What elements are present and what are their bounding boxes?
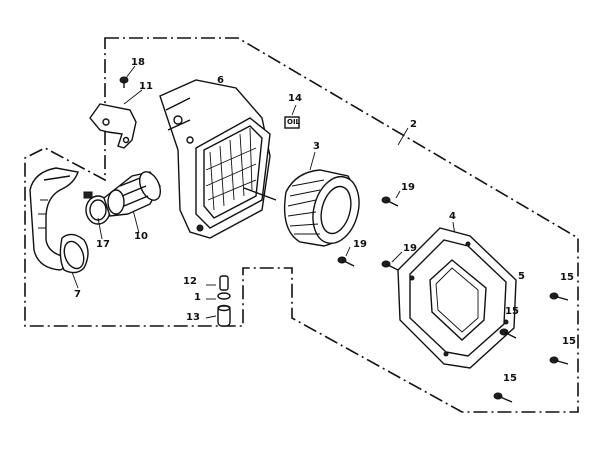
part-number-15-a: 15	[560, 272, 574, 283]
air-cleaner-case	[159, 79, 277, 239]
hose-clamp	[83, 191, 111, 225]
part-number-4: 4	[449, 211, 456, 222]
plug-12	[219, 275, 229, 291]
intake-elbow-tube	[29, 167, 89, 274]
part-number-18: 18	[131, 57, 145, 68]
screw-15-b	[499, 328, 517, 339]
part-number-12: 12	[183, 276, 197, 287]
drain-13	[217, 304, 231, 327]
screw-15-c	[549, 356, 569, 365]
oil-symbol	[284, 116, 300, 129]
part-number-15-b: 15	[505, 306, 519, 317]
screw-19-top	[381, 196, 399, 207]
part-number-19-top: 19	[401, 182, 415, 193]
bolt-18	[119, 76, 129, 88]
air-filter-element	[283, 169, 360, 247]
part-number-11: 11	[139, 81, 153, 92]
mounting-bracket	[89, 103, 137, 149]
part-number-5: 5	[518, 271, 525, 282]
part-number-17: 17	[96, 239, 110, 250]
part-number-15-c: 15	[562, 336, 576, 347]
ring-1	[217, 292, 231, 300]
screw-19-right	[381, 260, 399, 271]
part-number-19-right: 19	[403, 243, 417, 254]
oil-symbol-text: OIL	[287, 118, 301, 126]
part-number-7: 7	[74, 289, 81, 300]
screw-19-middle	[337, 256, 355, 267]
part-number-10: 10	[134, 231, 148, 242]
air-cleaner-cover	[397, 227, 517, 369]
part-number-2: 2	[410, 119, 417, 130]
screw-15-d	[493, 392, 513, 403]
part-number-19-middle: 19	[353, 239, 367, 250]
part-number-14: 14	[288, 93, 302, 104]
part-number-6: 6	[217, 75, 224, 86]
intake-boot	[103, 171, 162, 217]
assembly-boundary	[24, 37, 579, 413]
part-number-3: 3	[313, 141, 320, 152]
part-number-1: 1	[194, 292, 201, 303]
part-number-13: 13	[186, 312, 200, 323]
screw-15-a	[549, 292, 569, 301]
part-number-15-d: 15	[503, 373, 517, 384]
